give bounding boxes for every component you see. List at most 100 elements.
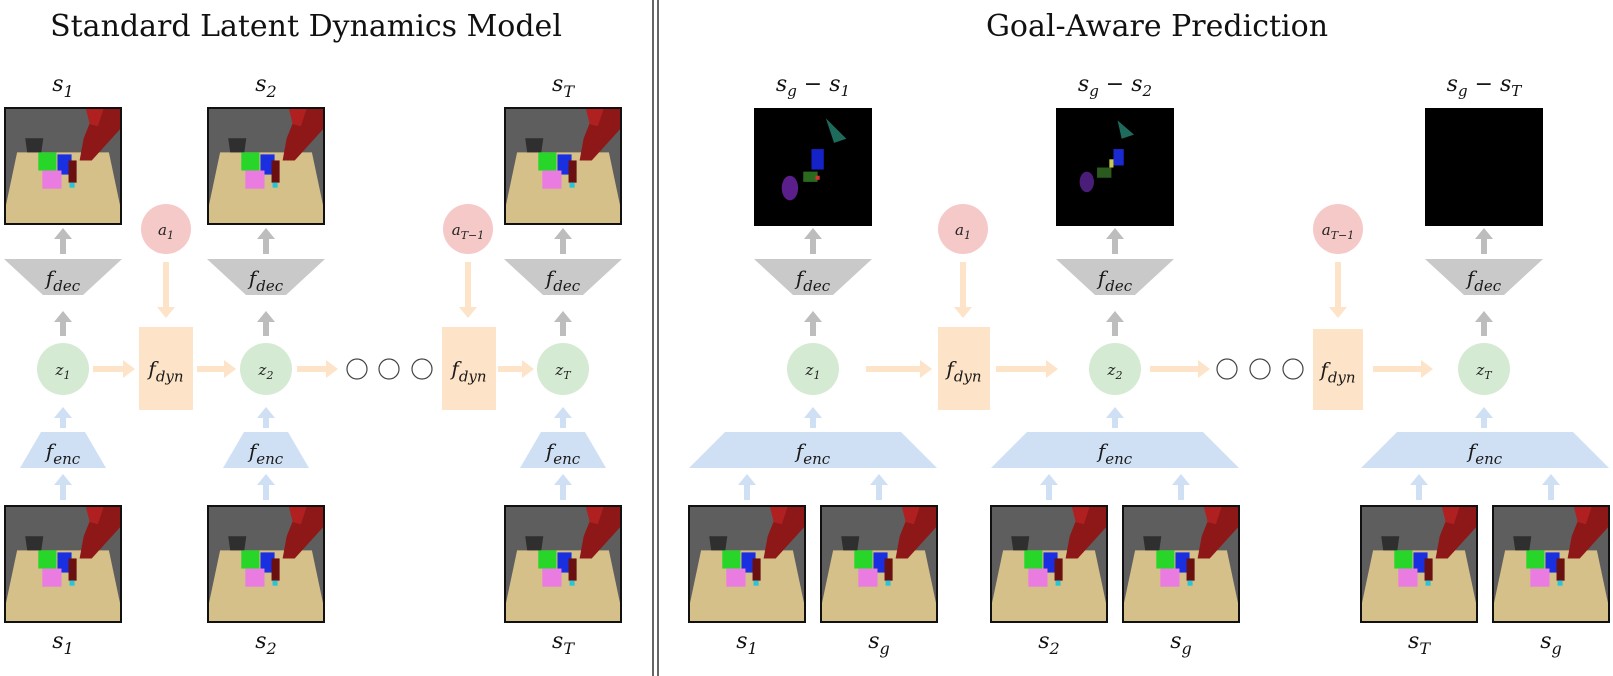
arrow-head [1475, 407, 1493, 418]
arrow-shaft [1150, 366, 1199, 372]
top-state-label-2: s2 [255, 72, 276, 101]
arrow-shaft [197, 366, 225, 372]
arrow-head [804, 311, 822, 322]
encoder-to-latent-arrow-1 [54, 407, 72, 428]
arrow-shaft [960, 262, 966, 308]
goal-diff-label-3: sg − sT [1447, 72, 1523, 100]
blue-cube [873, 552, 888, 573]
gripper-tip [1557, 580, 1563, 586]
r-decoder-2 [1056, 259, 1174, 295]
robot-gripper [68, 558, 77, 581]
table-surface [1123, 550, 1239, 622]
encoder-1 [20, 432, 106, 468]
robot-arm [1197, 506, 1239, 559]
arrow-head [920, 360, 932, 378]
r-input-arrow-b-2 [1172, 474, 1190, 500]
encoder-trapezoid [20, 432, 106, 468]
robot-arm [282, 506, 324, 559]
arrow-shaft [1112, 321, 1118, 336]
r-encoder-3 [1361, 432, 1609, 468]
top-state-label-1: s1 [52, 72, 73, 101]
gripper-tip [1187, 580, 1193, 586]
arrow-shaft [560, 417, 566, 428]
arrow-shaft [297, 366, 327, 372]
r-encoder-2 [991, 432, 1239, 468]
frame-border [504, 107, 622, 225]
r-input-arrow-b-1 [870, 474, 888, 500]
r-goal-frame-2 [1122, 505, 1240, 623]
goal-diff-frame-2 [1056, 108, 1174, 226]
r-current-frame-3 [1360, 505, 1478, 623]
arrow-head [1040, 474, 1058, 485]
arrow-shaft [1335, 262, 1341, 308]
decoder-trapezoid [207, 259, 325, 295]
blue-cube [260, 552, 275, 573]
robot-gripper [1424, 558, 1433, 581]
r-input-arrow-a-2 [1040, 474, 1058, 500]
diff-background [1425, 108, 1543, 226]
r-latent-to-decoder-arrow-3 [1475, 311, 1493, 336]
latent-to-decoder-arrow-1 [54, 311, 72, 336]
arrow-head [804, 228, 822, 239]
frame-border [207, 107, 325, 225]
blue-cube [1545, 552, 1560, 573]
encoder-2 [223, 432, 309, 468]
gripper-tip [69, 182, 75, 188]
r-input-arrow-a-3 [1410, 474, 1428, 500]
diff-blob-purple [781, 175, 799, 201]
frame-border [1492, 505, 1610, 623]
decoder-3 [504, 259, 622, 295]
input-frame-2 [207, 505, 325, 623]
arrow-head [54, 228, 72, 239]
arrow-head [257, 407, 275, 418]
green-cube [722, 550, 741, 569]
arrow-shaft [744, 484, 750, 500]
green-cube [538, 550, 557, 569]
arrow-shaft [263, 417, 269, 428]
ellipsis-dot [1249, 358, 1271, 380]
gripper-tip [69, 580, 75, 586]
blue-cube [1413, 552, 1428, 573]
table-block [228, 138, 247, 153]
table-block [1381, 536, 1400, 551]
gripper-tip [272, 182, 278, 188]
encoder-to-latent-arrow-3 [554, 407, 572, 428]
arrow-head [1172, 474, 1190, 485]
table-surface [1493, 550, 1609, 622]
r-action-T-arrow [1329, 262, 1347, 318]
goal-diff-label-1: sg − s1 [776, 72, 850, 100]
r-goal-label-1: sg [868, 629, 890, 658]
pink-cube [542, 568, 562, 587]
robot-arm-upper [769, 506, 788, 525]
diff-blob-red [815, 175, 820, 180]
table-block [228, 536, 247, 551]
action-1-arrow [157, 262, 175, 318]
arrow-shaft [60, 417, 66, 428]
robot-arm-upper [1203, 506, 1222, 525]
pink-cube [542, 170, 562, 189]
r-latent-1-label: z1 [805, 361, 821, 382]
table-block [525, 536, 544, 551]
r-latent-1 [787, 343, 839, 395]
table-surface [505, 152, 621, 224]
arrow-head [224, 360, 236, 378]
arrow-shaft [1373, 366, 1422, 372]
robot-arm-upper [585, 506, 604, 525]
arrow-head [1421, 360, 1433, 378]
arrow-shaft [1112, 417, 1118, 428]
r-encoder-1 [689, 432, 937, 468]
table-surface [1361, 550, 1477, 622]
pink-cube [245, 568, 265, 587]
encoder-trapezoid [520, 432, 606, 468]
robot-gripper [752, 558, 761, 581]
arrow-head [1410, 474, 1428, 485]
robot-gripper [1556, 558, 1565, 581]
top-state-label-3: sT [552, 72, 575, 101]
pink-cube [42, 568, 62, 587]
table-block [525, 138, 544, 153]
robot-arm [579, 506, 621, 559]
arrow-head [257, 228, 275, 239]
pink-cube [726, 568, 746, 587]
decoder-trapezoid [1425, 259, 1543, 295]
